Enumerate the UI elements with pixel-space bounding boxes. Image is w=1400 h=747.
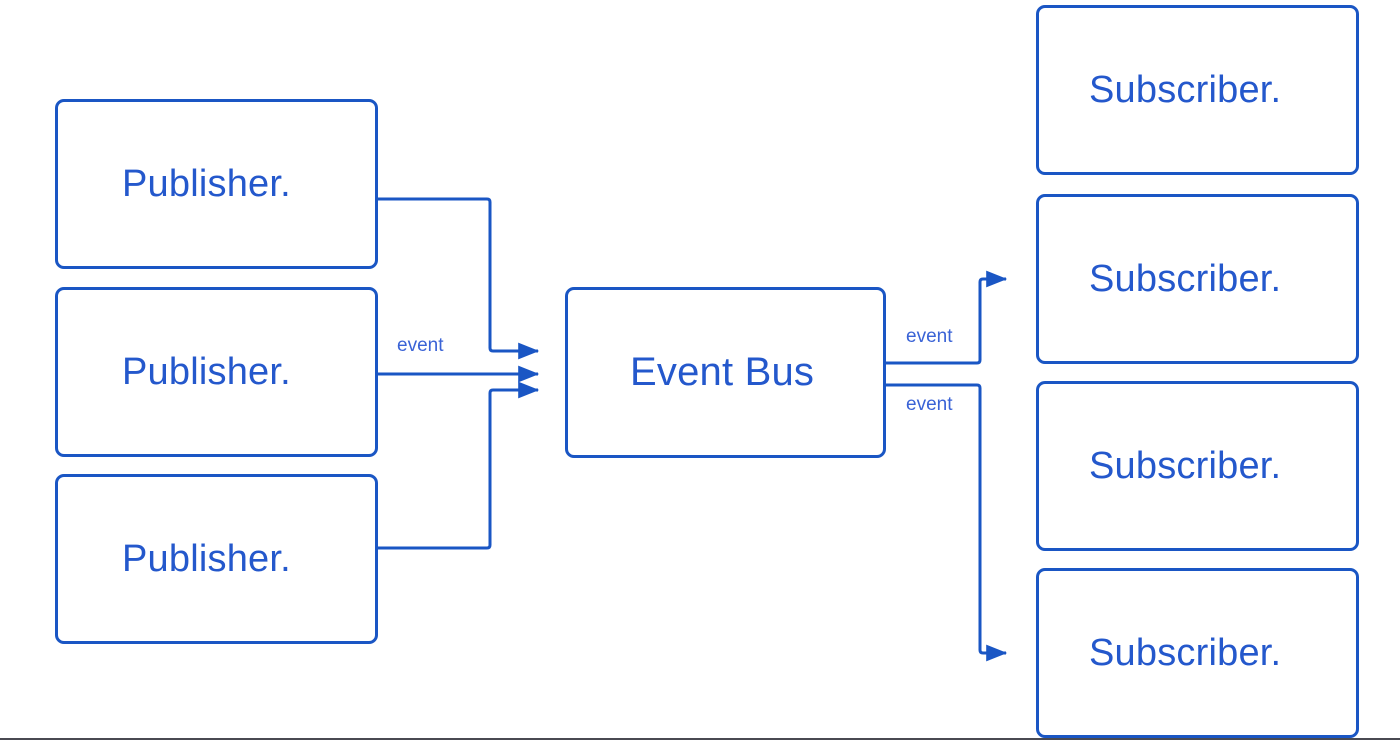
subscriber-label-3: Subscriber. <box>1089 444 1282 487</box>
publisher-label-1: Publisher. <box>122 162 291 205</box>
event-bus-node[interactable]: Event Bus <box>565 287 886 458</box>
edge-label-inbound-event: event <box>394 335 447 357</box>
edge-publisher1-to-bus <box>378 197 540 360</box>
publisher-node-2[interactable]: Publisher. <box>55 287 378 457</box>
subscriber-node-4[interactable]: Subscriber. <box>1036 568 1359 738</box>
edge-bus-to-subscriber4 <box>886 383 1008 662</box>
subscriber-node-3[interactable]: Subscriber. <box>1036 381 1359 551</box>
subscriber-node-2[interactable]: Subscriber. <box>1036 194 1359 364</box>
subscriber-label-1: Subscriber. <box>1089 68 1282 111</box>
publisher-node-1[interactable]: Publisher. <box>55 99 378 269</box>
subscriber-label-2: Subscriber. <box>1089 257 1282 300</box>
edge-label-outbound-lower-event: event <box>903 394 956 416</box>
subscriber-label-4: Subscriber. <box>1089 631 1282 674</box>
publisher-label-3: Publisher. <box>122 537 291 580</box>
event-bus-label: Event Bus <box>630 350 815 394</box>
edge-bus-to-subscriber2 <box>886 270 1008 365</box>
publisher-label-2: Publisher. <box>122 350 291 393</box>
subscriber-node-1[interactable]: Subscriber. <box>1036 5 1359 175</box>
edge-publisher3-to-bus <box>378 381 540 550</box>
publisher-node-3[interactable]: Publisher. <box>55 474 378 644</box>
footer-divider <box>0 738 1400 740</box>
edge-label-outbound-upper-event: event <box>903 326 956 348</box>
